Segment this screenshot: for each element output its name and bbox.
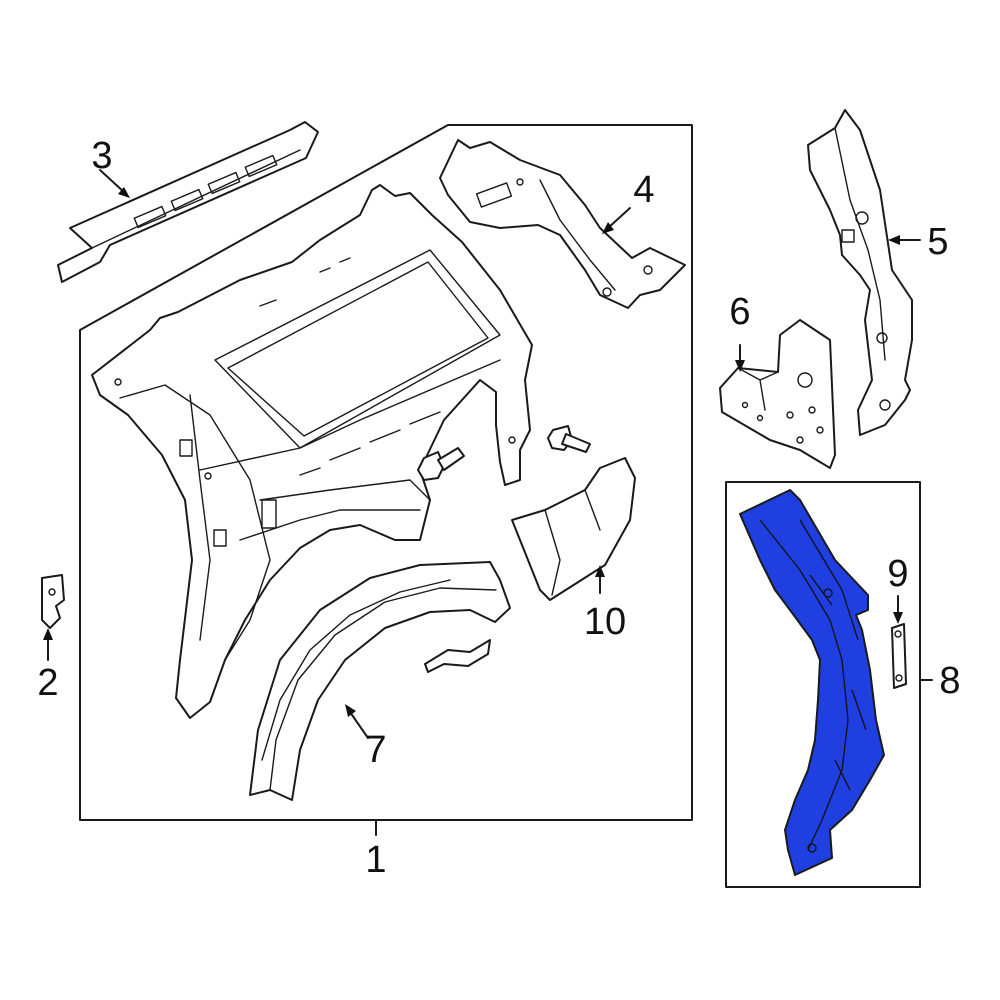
callout-9: 9	[887, 553, 908, 595]
callout-3: 3	[91, 135, 112, 177]
callout-5: 5	[927, 221, 948, 263]
part-rail-reinforcement	[57, 121, 319, 283]
callout-10: 10	[584, 601, 626, 643]
callout-8: 8	[939, 660, 960, 702]
part-clip	[424, 639, 491, 673]
part-strap	[891, 623, 907, 689]
assembly-box-8	[725, 481, 921, 888]
part-quarter-inner-panel	[91, 184, 533, 719]
part-small-bracket	[41, 574, 65, 629]
callout-1: 1	[365, 839, 386, 881]
callout-7: 7	[365, 729, 386, 771]
assembly-box-1	[79, 124, 693, 821]
part-lower-bracket	[511, 457, 636, 601]
callout-6: 6	[729, 291, 750, 333]
part-mounting-bracket	[719, 319, 836, 469]
part-wheelhouse	[249, 561, 511, 801]
bolt-right	[547, 425, 591, 453]
part-highlighted-pillar	[739, 489, 885, 876]
part-pillar-reinforcement	[807, 109, 913, 436]
callout-2: 2	[37, 662, 58, 704]
callout-4: 4	[633, 169, 654, 211]
part-upper-bracket	[439, 139, 686, 309]
bolt-left	[417, 447, 465, 481]
